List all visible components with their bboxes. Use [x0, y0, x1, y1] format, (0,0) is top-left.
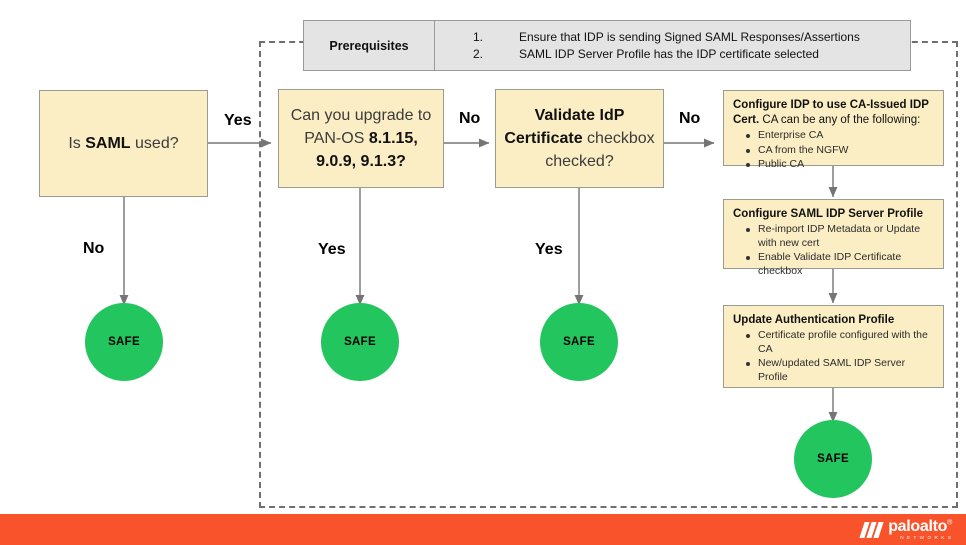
validate-line-2-post: checkbox	[582, 130, 655, 147]
decision-is-saml-used[interactable]: Is SAML used?	[39, 90, 208, 197]
upgrade-line-3-versions: 9.0.9, 9.1.3?	[316, 153, 406, 170]
validate-line-2-strong: Certificate	[504, 130, 583, 147]
action-3-heading-strong: Update Authentication Profile	[733, 314, 895, 326]
terminal-safe: SAFE	[321, 303, 399, 381]
action-3-bullet: New/updated SAML IDP Server Profile	[746, 357, 935, 384]
paloalto-registered-mark: ®	[947, 519, 952, 527]
action-3-bullet: Certificate profile configured with the …	[746, 329, 935, 356]
action-update-authentication-profile[interactable]: Update Authentication Profile Certificat…	[723, 305, 944, 388]
decision-is-saml-used-text: Is SAML used?	[60, 132, 186, 155]
paloalto-brand-text: paloalto	[888, 518, 948, 536]
decision-text-pre: Is	[68, 135, 86, 152]
validate-line-1: Validate IdP	[534, 107, 625, 124]
action-2-bullets: Re-import IDP Metadata or Update with ne…	[724, 223, 943, 278]
decision-can-you-upgrade-text: Can you upgrade to PAN-OS 8.1.15, 9.0.9,…	[283, 104, 440, 173]
prerequisites-list: 1. Ensure that IDP is sending Signed SAM…	[435, 21, 910, 70]
action-3-bullets: Certificate profile configured with the …	[724, 329, 943, 384]
decision-text-post: used?	[130, 135, 179, 152]
prerequisites-panel: Prerequisites 1. Ensure that IDP is send…	[303, 20, 911, 71]
action-1-bullets: Enterprise CA CA from the NGFW Public CA	[724, 129, 943, 172]
prerequisite-number: 2.	[473, 46, 484, 61]
action-1-bullet: CA from the NGFW	[746, 144, 935, 158]
edge-label-upgrade-no: No	[459, 110, 481, 127]
edge-label-validate-yes: Yes	[535, 241, 563, 258]
action-1-heading-normal: CA can be any of the following:	[759, 114, 921, 126]
decision-text-strong: SAML	[85, 135, 131, 152]
decision-validate-idp-certificate[interactable]: Validate IdP Certificate checkbox checke…	[495, 89, 664, 188]
paloalto-wordmark: paloalto® N E T W O R K S	[888, 519, 952, 541]
upgrade-line-2-pre: PAN-OS	[304, 130, 369, 147]
terminal-safe: SAFE	[85, 303, 163, 381]
edge-label-validate-no: No	[679, 110, 701, 127]
validate-line-3: checked?	[545, 153, 614, 170]
terminal-safe: SAFE	[794, 420, 872, 498]
terminal-safe: SAFE	[540, 303, 618, 381]
action-2-bullet: Re-import IDP Metadata or Update with ne…	[746, 223, 935, 250]
action-configure-idp-ca-issued[interactable]: Configure IDP to use CA-Issued IDP Cert.…	[723, 90, 944, 170]
prerequisite-item: 1. Ensure that IDP is sending Signed SAM…	[435, 29, 910, 46]
paloalto-brand-subtitle: N E T W O R K S	[900, 535, 952, 541]
action-2-heading: Configure SAML IDP Server Profile	[724, 200, 943, 222]
paloalto-mark-icon	[859, 522, 884, 538]
upgrade-line-1: Can you upgrade to	[290, 107, 432, 124]
prerequisites-label: Prerequisites	[304, 21, 435, 70]
decision-validate-idp-certificate-text: Validate IdP Certificate checkbox checke…	[496, 104, 662, 173]
action-2-bullet: Enable Validate IDP Certificate checkbox	[746, 251, 935, 278]
prerequisite-item: 2. SAML IDP Server Profile has the IDP c…	[435, 46, 910, 63]
upgrade-line-2-versions: 8.1.15,	[368, 130, 418, 147]
footer-bar: paloalto® N E T W O R K S	[0, 514, 966, 545]
action-1-bullet: Public CA	[746, 158, 935, 172]
paloalto-brand-name: paloalto®	[888, 519, 952, 535]
prerequisite-text: Ensure that IDP is sending Signed SAML R…	[519, 29, 860, 44]
edge-label-saml-no: No	[83, 240, 105, 257]
action-1-heading: Configure IDP to use CA-Issued IDP Cert.…	[724, 91, 943, 128]
prerequisite-text: SAML IDP Server Profile has the IDP cert…	[519, 46, 819, 61]
edge-label-saml-yes: Yes	[224, 112, 252, 129]
action-1-heading-strong: Configure IDP to use CA-Issued IDP Cert.	[733, 99, 929, 126]
paloalto-logo: paloalto® N E T W O R K S	[859, 518, 952, 542]
action-configure-saml-idp-server-profile[interactable]: Configure SAML IDP Server Profile Re-imp…	[723, 199, 944, 277]
edge-label-upgrade-yes: Yes	[318, 241, 346, 258]
action-2-heading-strong: Configure SAML IDP Server Profile	[733, 208, 924, 220]
prerequisite-number: 1.	[473, 29, 484, 44]
decision-can-you-upgrade[interactable]: Can you upgrade to PAN-OS 8.1.15, 9.0.9,…	[278, 89, 444, 188]
action-3-heading: Update Authentication Profile	[724, 306, 943, 328]
action-1-bullet: Enterprise CA	[746, 129, 935, 143]
